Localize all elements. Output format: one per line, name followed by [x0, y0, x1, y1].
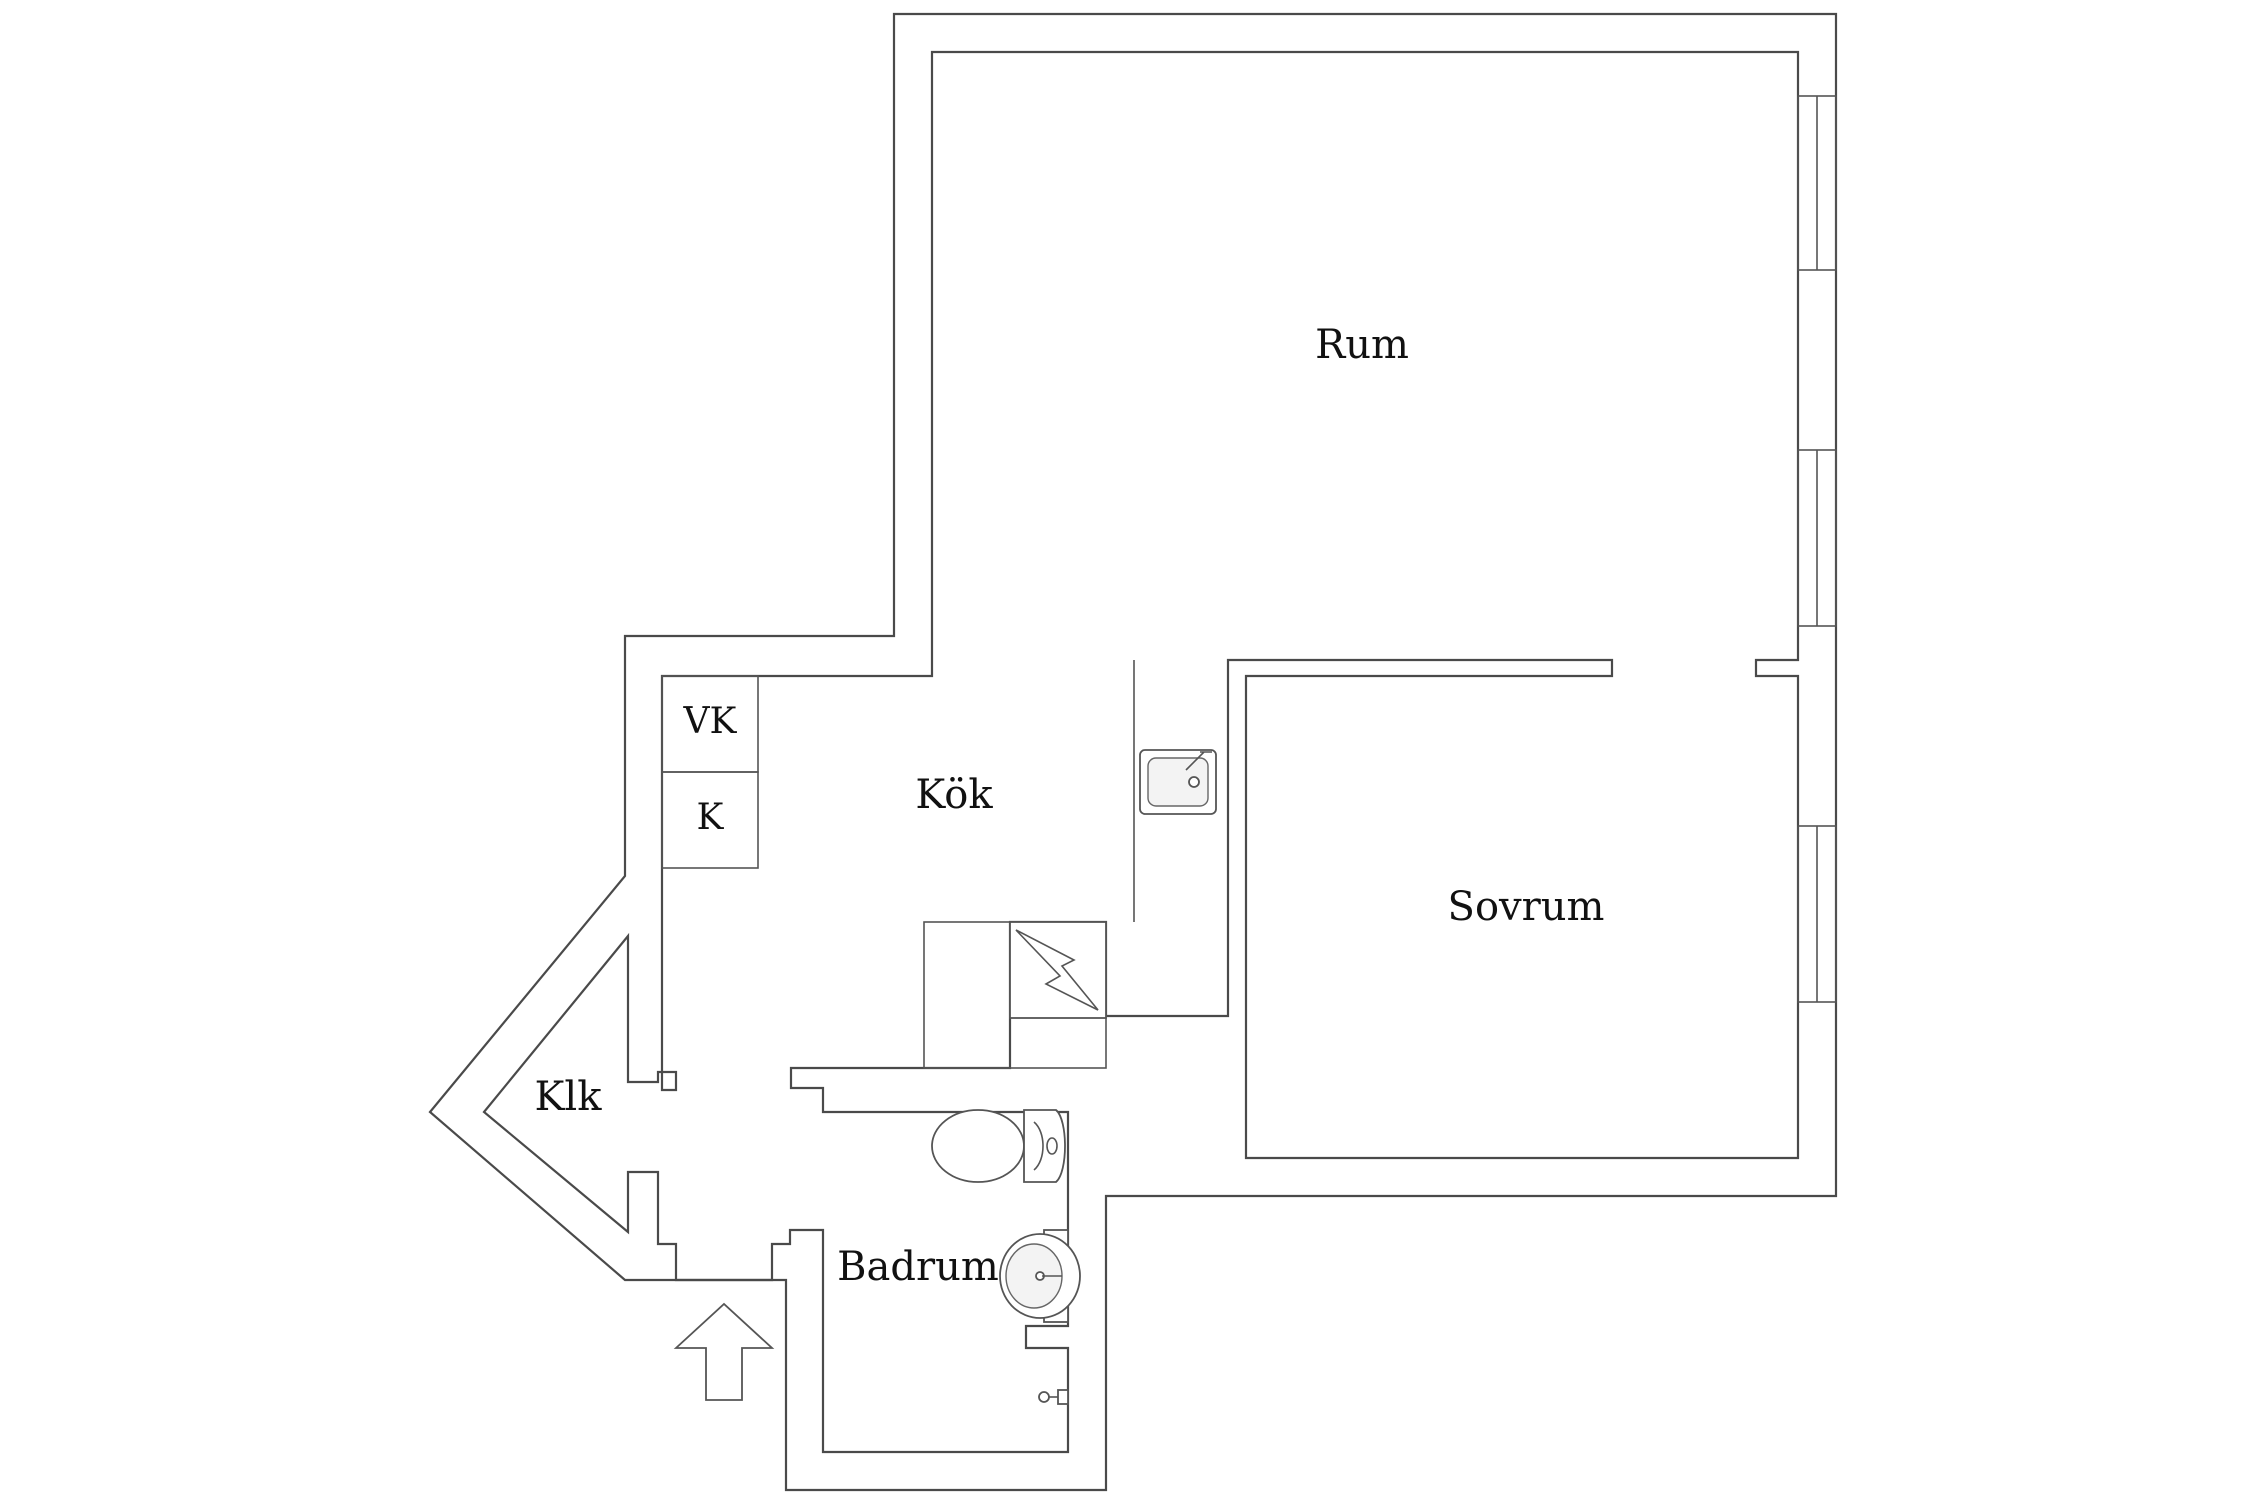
toilet-icon	[931, 1109, 1066, 1183]
counter-k	[661, 771, 759, 869]
windows	[1797, 95, 1837, 1003]
shower-head	[1038, 1391, 1050, 1403]
sink-drain	[1188, 776, 1200, 788]
entrance-arrow-icon	[673, 1302, 775, 1401]
kitchen-counter: VK K	[661, 675, 759, 869]
shower-head-icon	[1038, 1389, 1069, 1405]
room-label-sovrum: Sovrum	[1448, 884, 1605, 930]
label-k: K	[697, 797, 725, 838]
sink-counter-outline	[1105, 660, 1135, 1016]
toilet-seat	[1033, 1121, 1044, 1171]
toilet-bowl	[931, 1109, 1025, 1183]
toilet-tank	[1023, 1109, 1066, 1183]
room-label-klk: Klk	[535, 1074, 603, 1120]
room-label-kok: Kök	[915, 772, 993, 818]
outer-wall-outline	[428, 12, 1838, 1492]
sink-counter	[1105, 660, 1217, 1016]
room-label-rum: Rum	[1315, 322, 1409, 368]
shower-mount	[1057, 1389, 1069, 1405]
washbasin-icon	[999, 1229, 1081, 1323]
chimney-icon	[923, 921, 1107, 1069]
chimney-inner	[1009, 921, 1107, 1019]
inner-wall-outline	[482, 50, 1800, 1454]
toilet-button	[1046, 1137, 1058, 1155]
bathroom-fixtures	[931, 1109, 1081, 1405]
room-labels: Rum Kök Sovrum Klk Badrum	[535, 322, 1605, 1290]
label-vk: VK	[683, 701, 738, 742]
room-label-badrum: Badrum	[837, 1244, 999, 1290]
kitchen-sink-basin	[1147, 757, 1209, 807]
chimney-zigzag	[1015, 929, 1099, 1011]
sink-faucet	[1185, 751, 1212, 771]
outer-walls	[428, 12, 1838, 1492]
